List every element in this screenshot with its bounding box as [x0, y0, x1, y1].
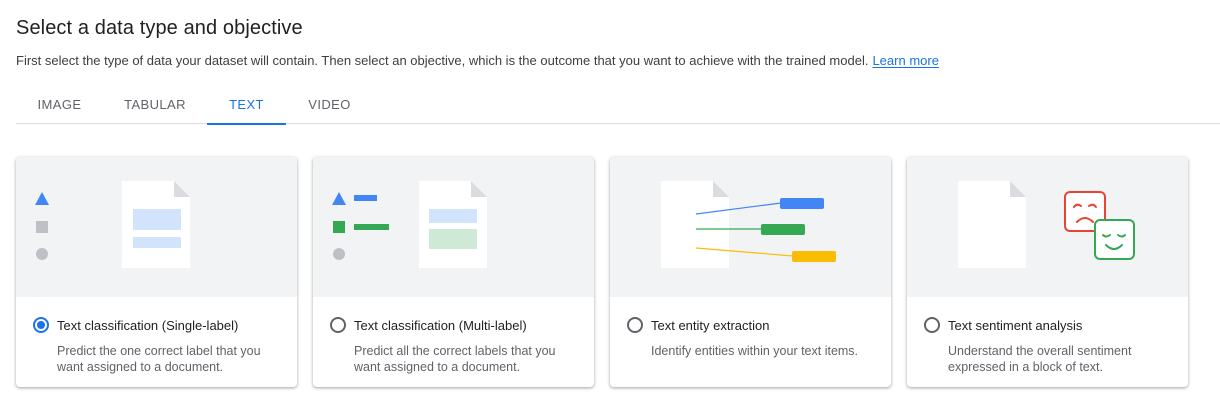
tab-text[interactable]: TEXT: [207, 86, 286, 125]
circle-icon: [333, 248, 345, 260]
square-icon: [333, 221, 345, 233]
card-description: Predict the one correct label that you w…: [57, 344, 261, 374]
card-description: Predict all the correct labels that you …: [354, 344, 556, 374]
objective-card-single-label[interactable]: Text classification (Single-label) Predi…: [16, 157, 297, 387]
card-title: Text classification (Single-label): [57, 318, 239, 333]
subtitle-text: First select the type of data your datas…: [16, 53, 869, 68]
square-icon: [36, 221, 48, 233]
label-bar-icon: [354, 224, 389, 230]
triangle-icon: [35, 192, 49, 205]
radio-sentiment-analysis[interactable]: [924, 317, 940, 333]
multi-label-illustration: [313, 157, 594, 297]
radio-multi-label[interactable]: [330, 317, 346, 333]
triangle-icon: [332, 192, 346, 205]
entity-label-blue: [780, 198, 824, 209]
document-icon: [661, 181, 729, 268]
page-title: Select a data type and objective: [16, 17, 303, 39]
sad-face-icon: [1064, 191, 1106, 232]
card-title: Text sentiment analysis: [948, 318, 1083, 333]
label-bar-icon: [354, 195, 377, 201]
card-title: Text classification (Multi-label): [354, 318, 527, 333]
radio-single-label[interactable]: [33, 317, 49, 333]
card-description: Identify entities within your text items…: [651, 344, 859, 358]
document-icon: [958, 181, 1026, 268]
entity-extraction-illustration: [610, 157, 891, 297]
data-type-tabs: IMAGE TABULAR TEXT VIDEO: [16, 86, 1220, 125]
objective-card-sentiment-analysis[interactable]: Text sentiment analysis Understand the o…: [907, 157, 1188, 387]
document-icon: [419, 181, 487, 268]
tab-video[interactable]: VIDEO: [308, 97, 351, 112]
connector-line: [695, 247, 794, 257]
card-title: Text entity extraction: [651, 318, 770, 333]
learn-more-link[interactable]: Learn more: [872, 53, 939, 68]
tab-image[interactable]: IMAGE: [37, 97, 82, 112]
circle-icon: [36, 248, 48, 260]
card-description: Understand the overall sentiment express…: [948, 344, 1132, 374]
happy-face-icon: [1094, 219, 1135, 260]
radio-entity-extraction[interactable]: [627, 317, 643, 333]
objective-card-entity-extraction[interactable]: Text entity extraction Identify entities…: [610, 157, 891, 387]
document-icon: [122, 181, 190, 268]
entity-label-yellow: [792, 251, 836, 262]
sentiment-illustration: [907, 157, 1188, 297]
single-label-illustration: [16, 157, 297, 297]
tab-tabular[interactable]: TABULAR: [124, 97, 186, 112]
objective-card-multi-label[interactable]: Text classification (Multi-label) Predic…: [313, 157, 594, 387]
connector-line: [695, 202, 782, 215]
page-subtitle: First select the type of data your datas…: [16, 53, 939, 68]
entity-label-green: [761, 224, 805, 235]
